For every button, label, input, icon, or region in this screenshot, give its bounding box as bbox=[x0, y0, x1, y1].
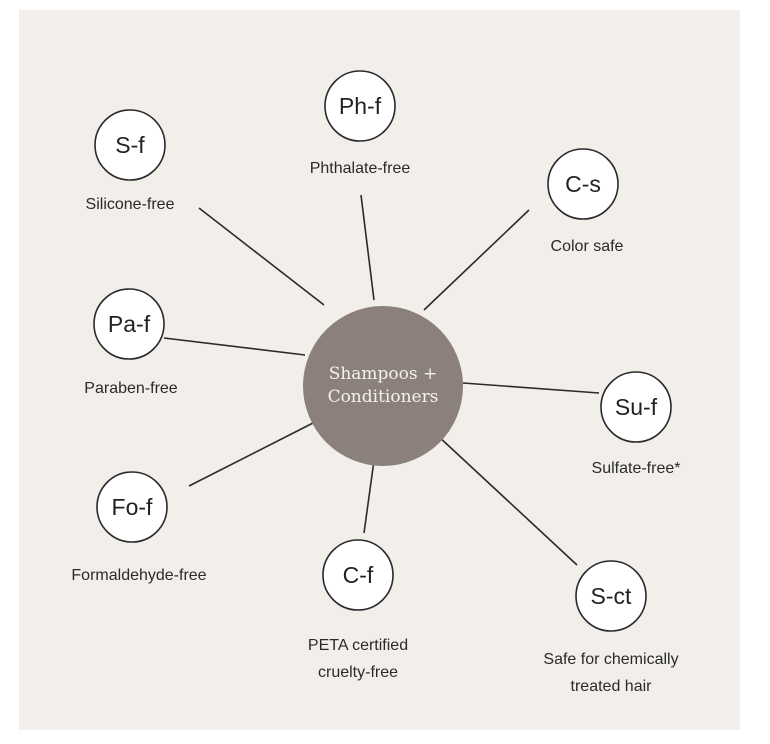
node-label: cruelty-free bbox=[318, 664, 398, 681]
node-abbreviation: Ph-f bbox=[339, 93, 382, 119]
node-abbreviation: S-f bbox=[115, 132, 145, 158]
node-label: Safe for chemically bbox=[543, 651, 678, 668]
node-label: PETA certified bbox=[308, 637, 408, 654]
node-abbreviation: S-ct bbox=[591, 583, 633, 609]
spoke-chemically-treated bbox=[436, 434, 578, 566]
node-label: Color safe bbox=[551, 238, 624, 255]
node-label: treated hair bbox=[571, 678, 653, 695]
spoke-paraben-free bbox=[163, 337, 306, 356]
node-label: Formaldehyde-free bbox=[71, 567, 206, 584]
node-circle bbox=[96, 471, 168, 543]
node-circle bbox=[575, 560, 647, 632]
node-abbreviation: Fo-f bbox=[112, 494, 154, 520]
node-circle bbox=[547, 148, 619, 220]
spoke-phthalate-free bbox=[360, 194, 375, 301]
spoke-formaldehyde-free bbox=[188, 422, 314, 487]
spoke-silicone-free bbox=[198, 207, 325, 306]
node-circle bbox=[93, 288, 165, 360]
center-hub bbox=[303, 306, 463, 466]
node-label: Paraben-free bbox=[84, 380, 177, 397]
node-abbreviation: Pa-f bbox=[108, 311, 151, 337]
node-label: Sulfate-free* bbox=[592, 460, 681, 477]
node-circle bbox=[324, 70, 396, 142]
node-label: Silicone-free bbox=[86, 196, 175, 213]
node-label: Phthalate-free bbox=[310, 160, 411, 177]
node-circle bbox=[94, 109, 166, 181]
spoke-sulfate-free bbox=[462, 382, 600, 394]
center-hub-label-line: Shampoos + bbox=[329, 364, 438, 384]
node-abbreviation: C-s bbox=[565, 171, 601, 197]
center-hub-label-line: Conditioners bbox=[328, 387, 439, 407]
node-abbreviation: C-f bbox=[343, 562, 374, 588]
node-abbreviation: Su-f bbox=[615, 394, 658, 420]
spoke-color-safe bbox=[423, 209, 530, 311]
node-circle bbox=[322, 539, 394, 611]
node-circle bbox=[600, 371, 672, 443]
